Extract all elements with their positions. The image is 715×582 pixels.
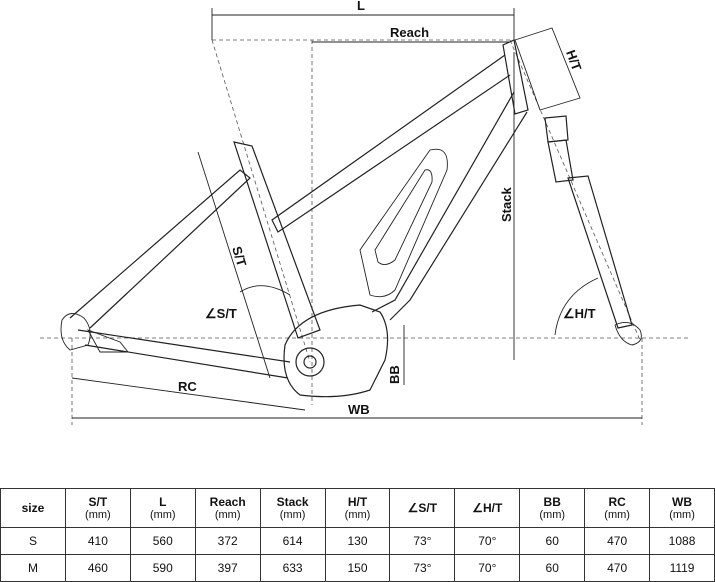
column-unit: (mm) xyxy=(539,509,566,521)
column-header: S/T(mm) xyxy=(64,488,131,528)
table-cell: 60 xyxy=(519,527,586,555)
column-label: L xyxy=(159,495,167,509)
table-cell: 560 xyxy=(129,527,196,555)
label-ht: H/T xyxy=(563,48,584,73)
table-cell: 470 xyxy=(584,554,651,582)
column-header: ∠S/T xyxy=(389,488,456,528)
bike-frame xyxy=(60,27,642,398)
column-label: Reach xyxy=(209,495,246,509)
table-cell: 614 xyxy=(259,527,326,555)
label-ht-angle: ∠H/T xyxy=(563,306,596,321)
table-cell: 397 xyxy=(194,554,261,582)
table-cell: 1088 xyxy=(649,527,715,555)
table-cell: 590 xyxy=(129,554,196,582)
table-cell: 70° xyxy=(454,527,521,555)
column-header: BB(mm) xyxy=(519,488,586,528)
label-bb: BB xyxy=(387,365,402,384)
column-header: L(mm) xyxy=(129,488,196,528)
column-header: H/T(mm) xyxy=(324,488,391,528)
table-cell: 460 xyxy=(64,554,131,582)
table-cell: 470 xyxy=(584,527,651,555)
column-label: RC xyxy=(608,495,626,509)
table-cell: 73° xyxy=(389,554,456,582)
column-header: ∠H/T xyxy=(454,488,521,528)
column-label: H/T xyxy=(347,495,368,509)
table-cell: 73° xyxy=(389,527,456,555)
column-label: ∠S/T xyxy=(407,501,438,515)
construction-lines xyxy=(40,39,690,425)
column-unit: (mm) xyxy=(214,509,241,521)
column-header: size xyxy=(0,488,66,528)
column-label: ∠H/T xyxy=(472,501,503,515)
column-unit: (mm) xyxy=(669,509,695,521)
dimension-lines xyxy=(71,8,642,419)
column-unit: (mm) xyxy=(344,509,371,521)
table-cell: S xyxy=(0,527,66,555)
column-label: size xyxy=(21,501,45,515)
table-cell: 1119 xyxy=(649,554,715,582)
column-label: BB xyxy=(543,495,561,509)
label-wb: WB xyxy=(348,402,370,417)
column-header: RC(mm) xyxy=(584,488,651,528)
label-st-angle: ∠S/T xyxy=(205,306,237,321)
column-label: S/T xyxy=(88,495,108,509)
table-cell: 410 xyxy=(64,527,131,555)
frame-geometry-diagram: L Reach H/T Stack S/T ∠S/T ∠H/T BB RC WB xyxy=(40,0,690,425)
table-cell: 150 xyxy=(324,554,391,582)
label-l: L xyxy=(357,0,365,13)
label-rc: RC xyxy=(178,379,197,394)
label-reach: Reach xyxy=(390,25,429,40)
column-label: Stack xyxy=(276,495,309,509)
table-cell: 60 xyxy=(519,554,586,582)
column-unit: (mm) xyxy=(149,509,176,521)
column-unit: (mm) xyxy=(279,509,306,521)
table-cell: 70° xyxy=(454,554,521,582)
label-stack: Stack xyxy=(499,187,514,222)
column-header: Stack(mm) xyxy=(259,488,326,528)
column-header: WB(mm) xyxy=(649,488,715,528)
column-unit: (mm) xyxy=(604,509,630,521)
table-cell: 633 xyxy=(259,554,326,582)
table-cell: 130 xyxy=(324,527,391,555)
table-cell: M xyxy=(0,554,66,582)
column-label: WB xyxy=(672,495,693,509)
column-unit: (mm) xyxy=(85,509,111,521)
table-cell: 372 xyxy=(194,527,261,555)
column-header: Reach(mm) xyxy=(194,488,261,528)
label-st: S/T xyxy=(229,244,249,268)
